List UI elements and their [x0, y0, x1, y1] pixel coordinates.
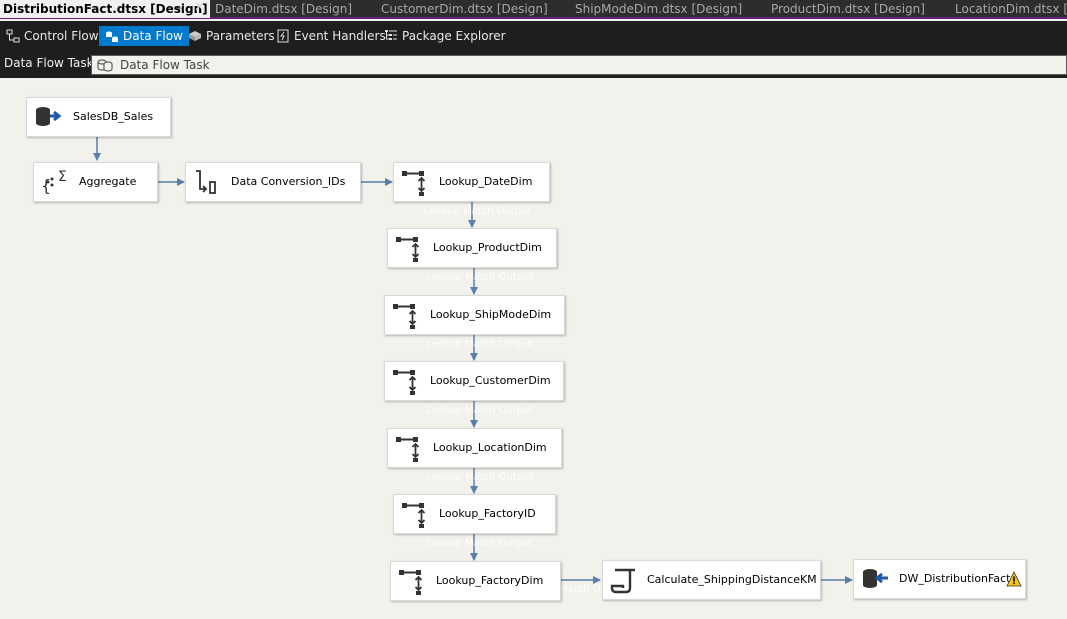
component-dw-distributionfact[interactable]: DW_DistributionFact [853, 559, 1026, 599]
lookup-icon [402, 171, 426, 196]
lookup-icon [396, 237, 420, 262]
data-flow-canvas[interactable]: Lookup Match Output Lookup Match Output … [0, 78, 1067, 619]
data-conversion-icon [196, 170, 216, 194]
derived-column-icon [610, 568, 635, 594]
component-label: SalesDB_Sales [73, 110, 154, 123]
component-label: DW_DistributionFact [899, 572, 1011, 585]
component-label: Lookup_LocationDim [433, 441, 547, 454]
path-label: Lookup Match Output [426, 339, 534, 350]
component-label: Lookup_ProductDim [433, 241, 542, 254]
parameters-icon [189, 31, 201, 41]
event-handlers-icon [277, 29, 289, 43]
tab-label: Control Flow [24, 29, 99, 43]
task-selector-bar: Data Flow Task: Data Flow Task [0, 50, 1067, 78]
component-label: Calculate_ShippingDistanceKM [647, 573, 817, 586]
warning-icon[interactable] [1006, 571, 1022, 587]
component-label: Lookup_CustomerDim [430, 374, 551, 387]
tab-label: Event Handlers [294, 29, 386, 43]
ole-db-destination-icon [863, 569, 888, 588]
document-tab-label: CustomerDim.dtsx [Design] [381, 2, 548, 16]
path-label: Lookup Match Output [426, 272, 534, 283]
document-tab-label: ShipModeDim.dtsx [Design] [575, 2, 743, 16]
component-lookup-productdim[interactable]: Lookup_ProductDim [387, 228, 557, 268]
document-tab-datedim[interactable]: DateDim.dtsx [Design] [212, 0, 372, 18]
component-label: Lookup_FactoryID [439, 507, 536, 520]
component-calculate-shippingdistancekm[interactable]: Calculate_ShippingDistanceKM [602, 560, 821, 600]
path-label: Lookup Match Output [426, 472, 534, 483]
component-label: Lookup_FactoryDim [436, 574, 544, 587]
document-tab-label: ProductDim.dtsx [Design] [771, 2, 925, 16]
component-lookup-factorydim[interactable]: Lookup_FactoryDim [390, 561, 561, 601]
data-flow-task-dropdown[interactable]: Data Flow Task [91, 55, 1067, 75]
component-lookup-datedim[interactable]: Lookup_DateDim [393, 162, 550, 202]
document-tab-customerdim[interactable]: CustomerDim.dtsx [Design] [378, 0, 568, 18]
document-tab-shipmodedim[interactable]: ShipModeDim.dtsx [Design] [572, 0, 762, 18]
path-label: Lookup Match Output [426, 405, 534, 416]
lookup-icon [396, 437, 420, 462]
document-tab-strip: DistributionFact.dtsx [Design] ⊣ ✕ DateD… [0, 0, 1067, 19]
component-aggregate[interactable]: {Σ Aggregate [33, 162, 158, 202]
lookup-icon [399, 570, 423, 595]
task-selector-label: Data Flow Task: [4, 56, 98, 70]
component-lookup-shipmodedim[interactable]: Lookup_ShipModeDim [384, 295, 565, 335]
tab-control-flow[interactable]: Control Flow [0, 26, 105, 46]
component-label: Data Conversion_IDs [231, 175, 346, 188]
component-lookup-locationdim[interactable]: Lookup_LocationDim [387, 428, 562, 468]
document-tab-label: DateDim.dtsx [Design] [215, 2, 353, 16]
component-label: Aggregate [79, 175, 137, 188]
tab-label: Package Explorer [402, 29, 506, 43]
tab-parameters[interactable]: Parameters [182, 26, 281, 46]
component-salesdb-sales[interactable]: SalesDB_Sales [26, 97, 171, 137]
tab-data-flow[interactable]: Data Flow [99, 26, 189, 46]
pin-icon[interactable]: ⊣ [175, 2, 185, 15]
document-tab-label: LocationDim.dtsx [De [955, 2, 1067, 16]
component-label: Lookup_DateDim [439, 175, 533, 188]
document-tab-locationdim[interactable]: LocationDim.dtsx [De [952, 0, 1067, 18]
svg-text:Σ: Σ [58, 169, 67, 185]
ole-db-source-icon [36, 107, 62, 126]
component-lookup-customerdim[interactable]: Lookup_CustomerDim [384, 361, 564, 401]
path-label: Lookup Match Output [424, 206, 532, 217]
data-flow-task-icon [97, 59, 113, 72]
svg-text:{: { [41, 176, 51, 195]
document-tab-label: DistributionFact.dtsx [Design] [3, 2, 208, 16]
component-label: Lookup_ShipModeDim [430, 308, 552, 321]
close-icon[interactable]: ✕ [194, 0, 205, 15]
component-data-conversion-ids[interactable]: Data Conversion_IDs [185, 162, 361, 202]
lookup-icon [402, 503, 426, 528]
aggregate-icon: {Σ [41, 169, 67, 195]
tab-event-handlers[interactable]: Event Handlers [270, 26, 392, 46]
control-flow-icon [6, 29, 20, 43]
lookup-icon [393, 304, 417, 329]
path-label: Lookup Match Output [426, 538, 534, 549]
tab-label: Parameters [206, 29, 275, 43]
tab-package-explorer[interactable]: Package Explorer [378, 26, 512, 46]
package-explorer-icon [385, 30, 397, 40]
selected-task: Data Flow Task [120, 58, 210, 72]
document-tab-productdim[interactable]: ProductDim.dtsx [Design] [768, 0, 948, 18]
designer-tab-strip: Control Flow Data Flow Parameters Event … [0, 21, 1067, 50]
data-paths [93, 137, 853, 584]
component-lookup-factoryid[interactable]: Lookup_FactoryID [393, 494, 556, 534]
tab-label: Data Flow [123, 29, 183, 43]
path-label: Lookup Match Output [520, 584, 628, 595]
data-flow-icon [106, 31, 118, 42]
lookup-icon [393, 370, 417, 395]
document-tab-distributionfact[interactable]: DistributionFact.dtsx [Design] ⊣ ✕ [0, 0, 210, 18]
